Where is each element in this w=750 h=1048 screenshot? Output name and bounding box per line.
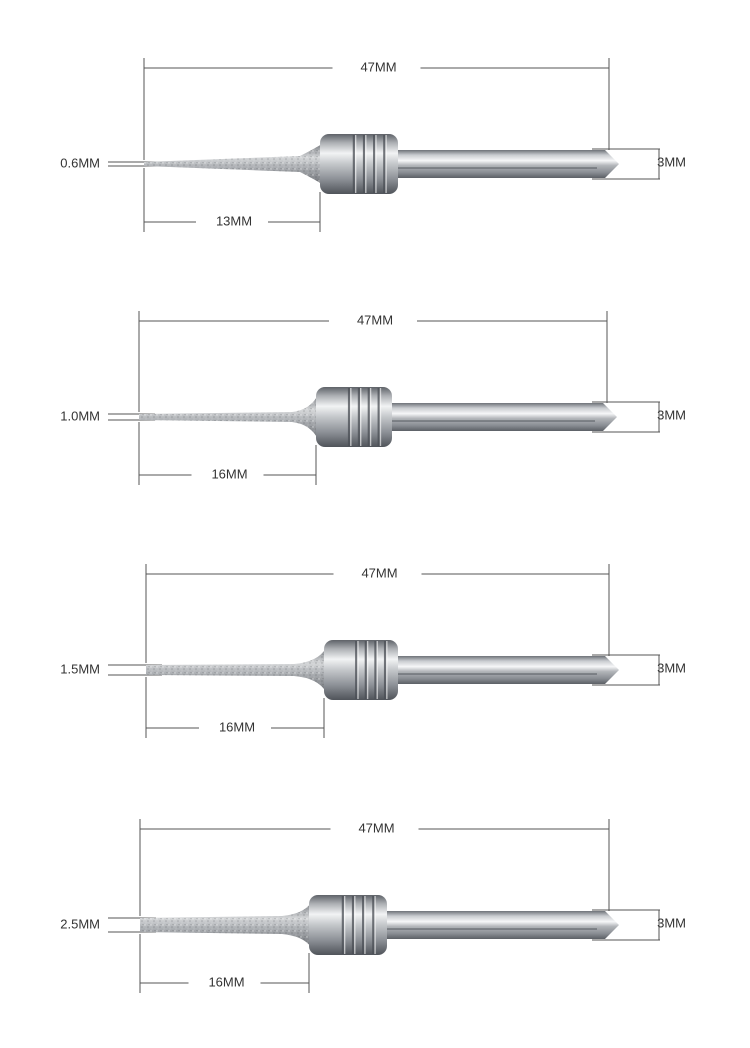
total-length-label: 47MM — [357, 312, 393, 327]
collar-groove-highlight — [376, 641, 378, 699]
shank-diameter-label: 3MM — [657, 154, 686, 169]
tool-1.5mm: 47MM 16MM 1.5MM 3MM — [60, 564, 686, 738]
collar-groove — [362, 896, 365, 954]
collar — [316, 387, 392, 447]
collar-groove-highlight — [343, 896, 346, 954]
diamond-grit-texture — [140, 903, 311, 947]
diamond-grit-texture — [139, 395, 318, 439]
tip-diameter-label: 2.5MM — [60, 916, 100, 931]
collar-groove — [373, 135, 376, 193]
diamond-grit-texture — [146, 648, 326, 692]
collar-groove — [362, 135, 366, 193]
collar — [309, 895, 387, 955]
collar-groove — [372, 896, 375, 954]
collar — [324, 640, 398, 700]
collar-groove — [377, 388, 380, 446]
tool-1.0mm: 47MM 16MM 1.0MM 3MM — [60, 311, 686, 485]
shank — [396, 656, 597, 684]
collar-groove-highlight — [350, 388, 352, 446]
collar-groove-highlight — [365, 135, 367, 193]
tip-diameter-label: 1.5MM — [60, 661, 100, 676]
shank-diameter-label: 3MM — [657, 407, 686, 422]
working-length-label: 13MM — [216, 213, 252, 228]
shank — [385, 911, 597, 939]
tool-2.5mm: 47MM 16MM 2.5MM 3MM — [60, 819, 686, 993]
collar-groove — [341, 896, 344, 954]
tip-diameter-label: 0.6MM — [60, 155, 100, 170]
collar — [320, 134, 398, 194]
collar-groove — [347, 388, 351, 446]
collar-groove-highlight — [374, 896, 376, 954]
collar-groove — [374, 641, 377, 699]
collar-groove-highlight — [366, 641, 369, 699]
collar-groove-highlight — [385, 135, 387, 193]
tool-0.6mm: 47MM 13MM 0.6MM 3MM — [60, 58, 686, 232]
shank-chamfer — [597, 911, 619, 939]
tip-diameter-label: 1.0MM — [60, 408, 100, 423]
collar-groove — [367, 388, 370, 446]
collar-groove — [357, 388, 360, 446]
working-length-label: 16MM — [219, 719, 255, 734]
shank-diameter-label: 3MM — [657, 660, 686, 675]
collar-groove — [383, 641, 387, 699]
collar-groove-highlight — [357, 641, 359, 699]
shank-chamfer — [597, 656, 619, 684]
shank-chamfer — [597, 150, 619, 178]
working-length-label: 16MM — [208, 974, 244, 989]
shank-chamfer — [595, 403, 617, 431]
collar-groove-highlight — [369, 388, 372, 446]
shank — [390, 403, 595, 431]
collar-groove — [352, 135, 355, 193]
shank-diameter-label: 3MM — [657, 915, 686, 930]
total-length-label: 47MM — [361, 565, 397, 580]
collar-groove-highlight — [364, 896, 366, 954]
collar-groove — [351, 896, 355, 954]
collar-groove — [383, 135, 386, 193]
collar-groove — [355, 641, 358, 699]
collar-groove-highlight — [360, 388, 362, 446]
diamond-grit-texture — [144, 144, 322, 184]
collar-groove-highlight — [379, 388, 382, 446]
shank — [396, 150, 597, 178]
collar-groove — [364, 641, 367, 699]
collar-groove-highlight — [386, 641, 388, 699]
working-length-label: 16MM — [211, 466, 247, 481]
collar-groove-highlight — [375, 135, 377, 193]
collar-groove-highlight — [354, 135, 357, 193]
collar-groove-highlight — [354, 896, 356, 954]
total-length-label: 47MM — [360, 59, 396, 74]
total-length-label: 47MM — [358, 820, 394, 835]
